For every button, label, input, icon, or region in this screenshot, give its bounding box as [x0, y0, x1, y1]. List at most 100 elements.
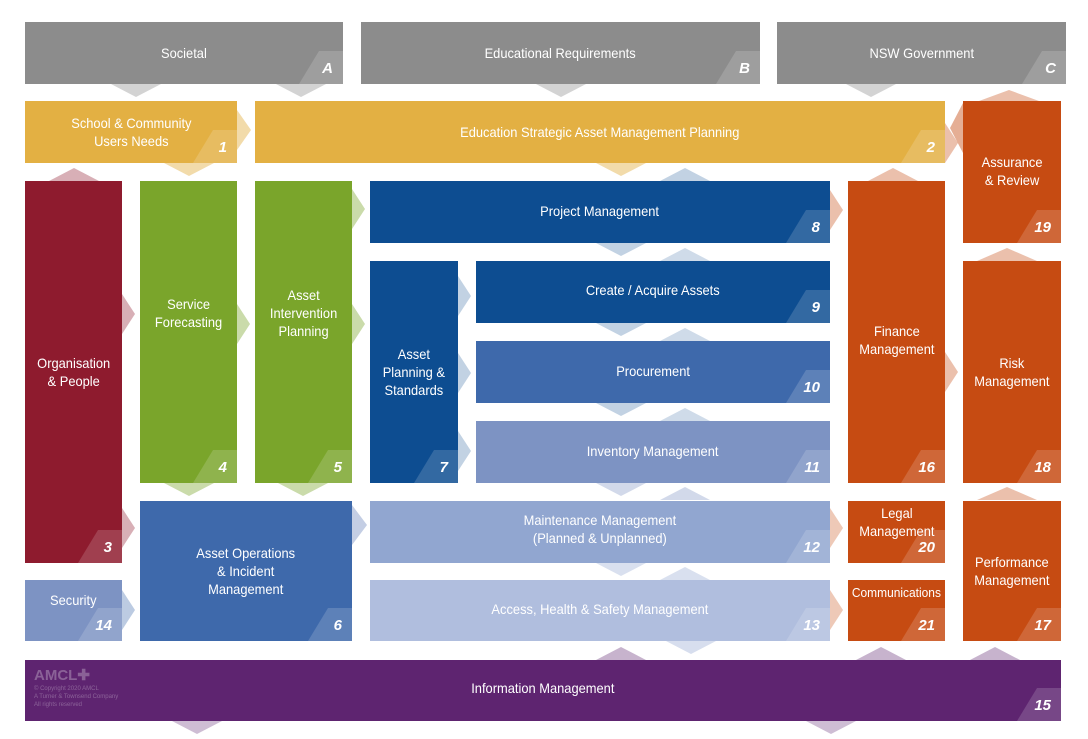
block-number: 6: [333, 617, 342, 634]
arrow-right: [122, 590, 135, 630]
arrow-up: [660, 248, 710, 261]
block-security: Security 14: [25, 580, 122, 641]
block-tab: [901, 130, 945, 163]
block-procurement: Procurement 10: [476, 341, 830, 403]
arrow-down: [596, 163, 646, 176]
block-number: 2: [926, 139, 935, 156]
block-number: 17: [1034, 617, 1051, 634]
block-label: Educational Requirements: [484, 45, 637, 61]
block-number: 12: [803, 539, 820, 556]
block-asset-planning-standards: Asset Planning & Standards 7: [370, 261, 458, 483]
block-number: B: [739, 60, 750, 77]
block-number: 18: [1034, 459, 1051, 476]
block-number: 9: [811, 299, 820, 316]
block-label: Communications: [851, 584, 942, 600]
block-label: Education Strategic Asset Management Pla…: [460, 124, 740, 140]
block-label: Asset Operations & Incident Management: [196, 545, 296, 597]
arrow-right: [352, 189, 365, 229]
block-legal-management: Legal Management 20: [848, 501, 945, 563]
block-label: Performance Management: [974, 554, 1050, 588]
arrow-right: [830, 590, 843, 630]
block-access-health-safety: Access, Health & Safety Management 13: [370, 580, 830, 641]
block-number: 13: [803, 617, 820, 634]
block-number: 5: [333, 459, 342, 476]
arrow-up: [970, 647, 1020, 660]
block-nsw-government: NSW Government C: [777, 22, 1066, 84]
arrow-down: [278, 483, 328, 496]
block-label: NSW Government: [869, 45, 974, 61]
block-performance-management: Performance Management 17: [963, 501, 1061, 641]
block-label: Access, Health & Safety Management: [491, 600, 709, 617]
amcl-logo: AMCL✚ © Copyright 2020 AMCL A Turner & T…: [34, 667, 118, 709]
arrow-right: [458, 353, 471, 393]
arrow-up: [977, 248, 1037, 261]
block-strategic-planning: Education Strategic Asset Management Pla…: [255, 101, 945, 163]
logo-brand: AMCL✚: [34, 667, 90, 684]
block-label: Project Management: [540, 203, 660, 219]
arrow-down: [536, 84, 586, 97]
copyright-line: © Copyright 2020 AMCL: [34, 686, 99, 692]
arrow-down: [596, 403, 646, 416]
block-maintenance-management: Maintenance Management (Planned & Unplan…: [370, 501, 830, 563]
arrow-right: [237, 304, 250, 344]
arrow-down: [111, 84, 161, 97]
block-number: 4: [218, 459, 227, 476]
arrow-up: [977, 487, 1037, 500]
block-label: Asset Intervention Planning: [269, 287, 338, 339]
block-number: 20: [918, 539, 935, 556]
block-label: Service Forecasting: [154, 296, 223, 330]
block-information-management: Information Management 15: [25, 660, 1061, 721]
arrow-down: [846, 84, 896, 97]
block-tab: [299, 51, 343, 84]
block-service-forecasting: Service Forecasting 4: [140, 181, 237, 483]
block-label: Procurement: [616, 363, 690, 379]
block-number: 19: [1034, 219, 1051, 236]
block-label: Asset Planning & Standards: [382, 346, 446, 398]
arrow-right: [458, 431, 471, 471]
arrow-up: [596, 647, 646, 660]
company-line: A Turner & Townsend Company: [34, 694, 119, 700]
block-risk-management: Risk Management 18: [963, 261, 1061, 483]
block-project-management: Project Management 8: [370, 181, 830, 243]
arrow-down: [596, 563, 646, 576]
arrow-right: [945, 352, 958, 392]
block-tab: [786, 290, 830, 323]
arrow-down: [596, 243, 646, 256]
block-tab: [414, 450, 458, 483]
arrow-up: [660, 168, 710, 181]
block-tab: [193, 450, 237, 483]
block-create-acquire-assets: Create / Acquire Assets 9: [476, 261, 830, 323]
block-assurance-review: Assurance & Review 19: [963, 101, 1061, 243]
block-number: 8: [811, 219, 820, 236]
rights-line: All rights reserved: [34, 702, 83, 708]
block-number: 10: [803, 379, 820, 396]
arrow-right: [122, 508, 135, 548]
arrow-down: [164, 483, 214, 496]
arrow-up: [660, 487, 710, 500]
block-tab: [78, 530, 122, 563]
arrow-right: [830, 508, 843, 548]
arrow-right: [945, 123, 958, 163]
arrow-down: [666, 641, 716, 654]
block-label: Information Management: [471, 679, 615, 696]
block-tab: [308, 450, 352, 483]
arrow-down: [596, 483, 646, 496]
arrow-right: [237, 110, 251, 150]
block-tab: [308, 608, 352, 641]
arrow-down: [164, 163, 214, 176]
arrow-right: [352, 505, 367, 545]
arrow-up: [660, 328, 710, 341]
arrow-up: [856, 647, 906, 660]
arrow-left: [950, 103, 963, 153]
block-number: 3: [103, 539, 112, 556]
block-finance-management: Finance Management 16: [848, 181, 945, 483]
block-tab: [1022, 51, 1066, 84]
block-asset-operations: Asset Operations & Incident Management 6: [140, 501, 352, 641]
arrow-down: [806, 721, 856, 734]
block-label: Security: [50, 591, 97, 608]
block-label: Societal: [161, 45, 207, 61]
block-label: Maintenance Management (Planned & Unplan…: [523, 512, 677, 546]
block-label: Risk Management: [974, 355, 1050, 389]
arrow-down: [276, 84, 326, 97]
